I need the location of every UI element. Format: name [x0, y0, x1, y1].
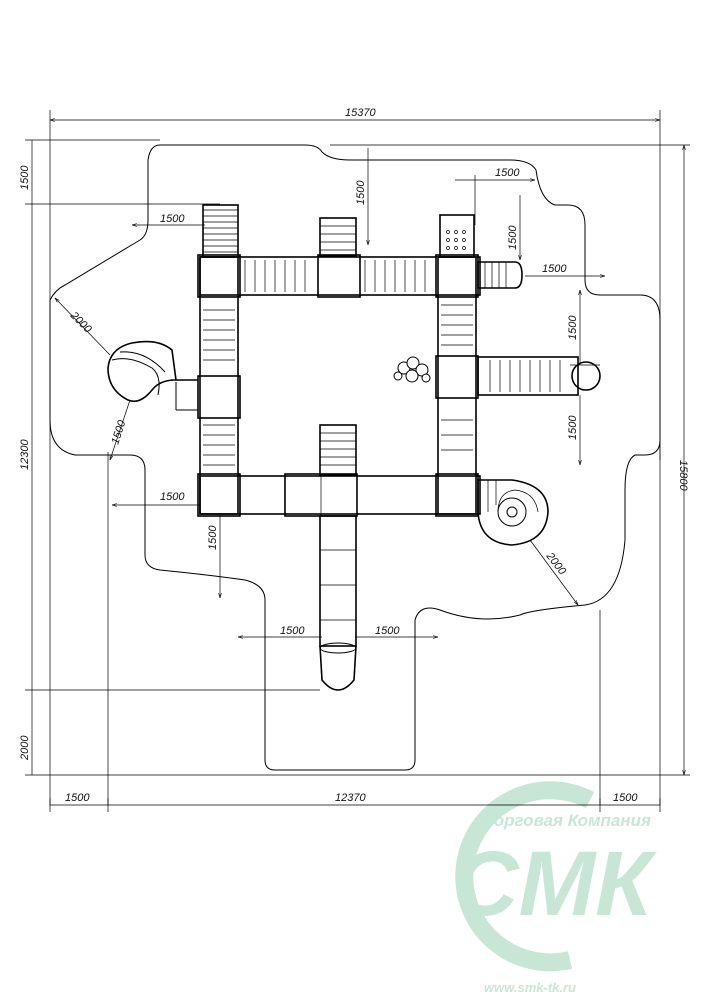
right-bridge-slats [441, 304, 473, 451]
tube-end-right [571, 361, 601, 391]
dim-zone-left-lower: 1500 [109, 418, 128, 446]
dim-zone-right-upper: 1500 [507, 225, 519, 250]
tower-bottom-left [197, 473, 241, 517]
dim-zone-left-bottom: 1500 [160, 491, 185, 503]
dim-top-margin: 1500 [19, 165, 31, 190]
dim-zone-spiral: 2000 [543, 550, 569, 578]
spiral-slide [477, 479, 549, 546]
dim-zone-slide-right: 1500 [375, 625, 400, 637]
tower-bottom-right [435, 473, 479, 517]
tube-slide-left [107, 340, 198, 411]
watermark-website: www.smk-tk.ru [484, 980, 576, 995]
slide-top-right [477, 261, 523, 289]
climbing-panel-top-right [439, 214, 475, 258]
flower-decoration [393, 356, 431, 383]
dim-zone-top-center: 1500 [355, 180, 367, 205]
tube-slide-bottom [319, 515, 357, 691]
dim-zone-right-slide: 1500 [542, 263, 567, 275]
tower-mid-right [435, 355, 479, 399]
dim-zone-top-left: 1500 [160, 213, 185, 225]
dim-left-margin: 1500 [65, 792, 90, 804]
inner-safety-dimensions: 1500 1500 1500 1500 1500 1500 1500 2000 … [55, 148, 605, 637]
dim-total-height: 15800 [677, 460, 689, 491]
smk-watermark: Торговая Компания СМК www.smk-tk.ru [452, 781, 657, 995]
ladder-top-center [319, 217, 357, 257]
playground-structure [107, 204, 601, 691]
tower-top-left [197, 254, 241, 298]
dim-zone-right-mid-1: 1500 [567, 315, 579, 340]
dim-zone-left-diagonal: 2000 [67, 309, 94, 336]
watermark-company: Торговая Компания [484, 811, 651, 830]
watermark-ring-icon [455, 781, 595, 972]
dim-right-margin: 1500 [613, 792, 638, 804]
dim-zone-slide-left: 1500 [280, 625, 305, 637]
left-bridge-slats [203, 309, 235, 466]
ladder-top-left [202, 204, 239, 258]
climber-right [477, 356, 579, 396]
dim-bottom-margin: 2000 [19, 735, 31, 761]
top-bridge-slats [244, 260, 426, 292]
tower-top-center [317, 254, 361, 298]
dim-zone-right-mid-2: 1500 [567, 415, 579, 440]
outer-dimension-frame [25, 110, 690, 812]
tower-mid-left [197, 375, 241, 419]
dim-inner-width: 12370 [335, 792, 366, 804]
ladder-bottom-center [319, 424, 357, 476]
watermark-brand: СМК [452, 833, 657, 935]
tower-top-right [435, 254, 479, 298]
safety-zone-outline [49, 144, 661, 771]
dim-zone-bottom-left: 1500 [207, 525, 219, 550]
dim-total-width: 15370 [345, 107, 376, 119]
dim-inner-height: 12300 [19, 439, 31, 470]
dim-zone-top-right: 1500 [495, 167, 520, 179]
